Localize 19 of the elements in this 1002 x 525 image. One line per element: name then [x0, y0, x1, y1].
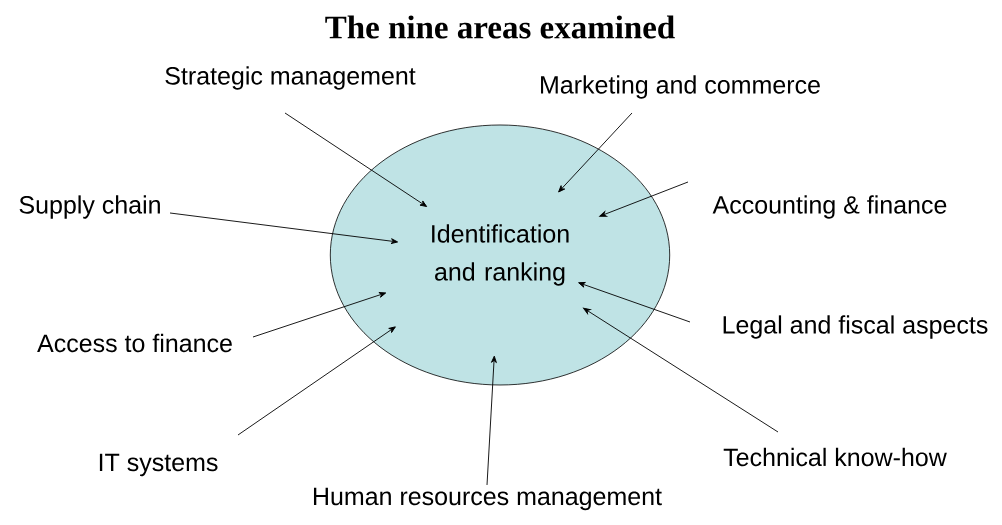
arrow: [252, 292, 387, 338]
arrow: [486, 355, 497, 486]
arrow: [169, 212, 399, 245]
arrow: [558, 112, 633, 193]
area-label: Legal and fiscal aspects: [723, 315, 988, 339]
arrow: [284, 112, 428, 207]
area-label: Supply chain: [19, 195, 160, 219]
title: The nine areas examined: [325, 15, 675, 39]
area-label: Strategic management: [165, 66, 416, 90]
area-label: Technical know-how: [723, 447, 947, 467]
area-label: Marketing and commerce: [541, 75, 820, 99]
arrow: [578, 282, 691, 323]
area-label: Access to finance: [37, 333, 232, 353]
arrow: [599, 181, 689, 217]
area-label: Accounting & finance: [712, 195, 947, 219]
arrow: [583, 307, 779, 433]
arrow: [237, 326, 396, 436]
area-label: Human resources management: [314, 487, 662, 511]
area-label: IT systems: [99, 453, 218, 477]
